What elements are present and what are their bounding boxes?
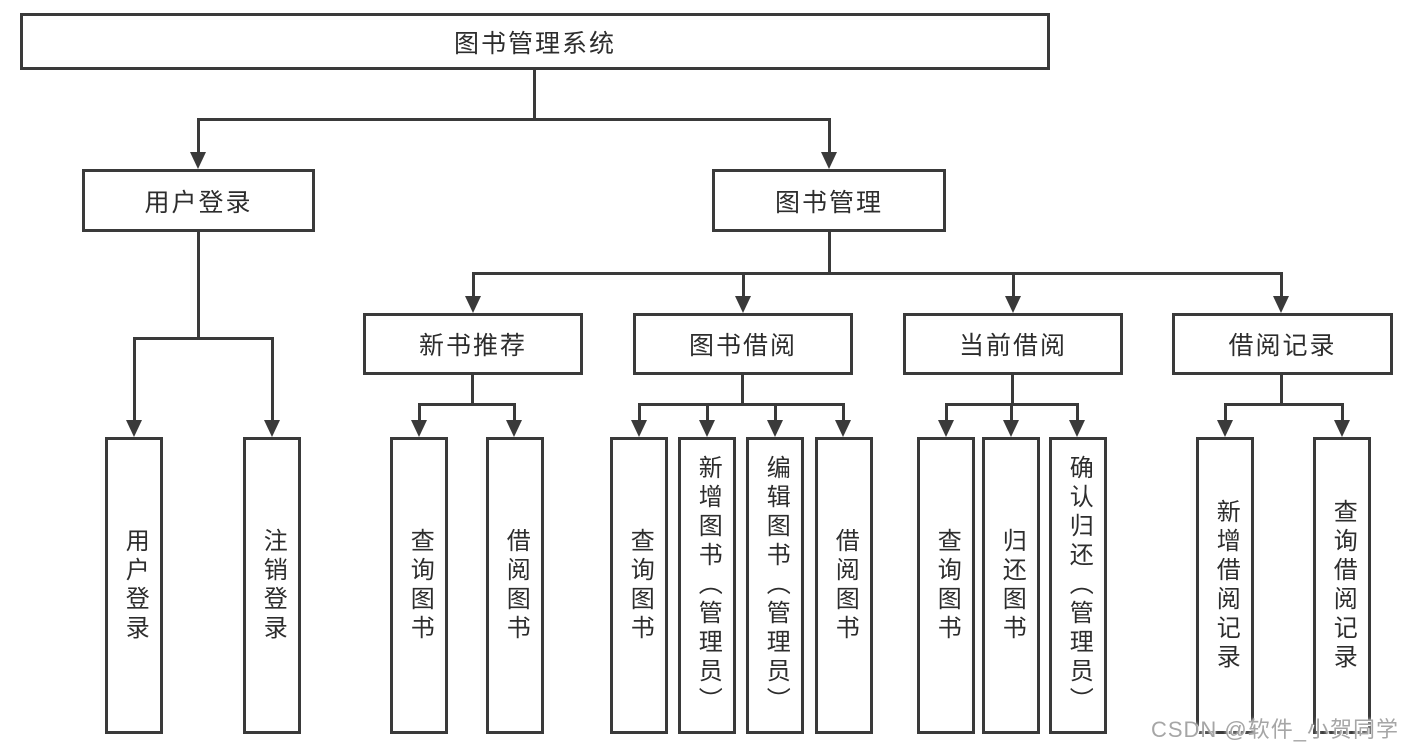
node-borrow-records-label: 借阅记录 (1228, 332, 1337, 360)
arrow-down-icon (631, 420, 647, 437)
node-user-login-label: 用户登录 (144, 188, 253, 217)
leaf-user-login: 用户登录 (105, 437, 163, 734)
connector-line (945, 403, 948, 422)
leaf-borrow-borrow-books: 借阅图书 (815, 437, 873, 734)
leaf-user-login-label: 用户登录 (121, 527, 149, 644)
connector-line (774, 403, 777, 422)
connector-line (638, 403, 641, 422)
node-book-management: 图书管理 (712, 169, 946, 232)
connector-line (472, 272, 1283, 275)
leaf-return-book: 归还图书 (982, 437, 1040, 734)
connector-line (197, 232, 200, 337)
connector-line (1011, 375, 1014, 403)
leaf-current-query-books-label: 查询图书 (933, 527, 961, 644)
leaf-recommend-borrow-books: 借阅图书 (486, 437, 544, 734)
leaf-add-book-admin-label: 新增图书（管理员） (694, 455, 722, 716)
arrow-down-icon (190, 152, 206, 169)
arrow-down-icon (735, 296, 751, 313)
node-book-management-label: 图书管理 (774, 188, 883, 217)
leaf-borrow-query-books: 查询图书 (610, 437, 668, 734)
node-new-book-recommend: 新书推荐 (363, 313, 583, 375)
connector-line (828, 118, 831, 155)
arrow-down-icon (835, 420, 851, 437)
node-new-book-recommend-label: 新书推荐 (418, 332, 527, 360)
leaf-edit-book-admin: 编辑图书（管理员） (746, 437, 804, 734)
leaf-logout-label: 注销登录 (259, 527, 287, 644)
connector-line (1280, 272, 1283, 298)
arrow-down-icon (821, 152, 837, 169)
connector-line (638, 403, 845, 406)
arrow-down-icon (767, 420, 783, 437)
node-user-login: 用户登录 (82, 169, 315, 232)
leaf-query-borrow-record: 查询借阅记录 (1313, 437, 1371, 734)
connector-line (133, 337, 274, 340)
leaf-current-query-books: 查询图书 (917, 437, 975, 734)
arrow-down-icon (1217, 420, 1233, 437)
leaf-query-borrow-record-label: 查询借阅记录 (1329, 498, 1357, 673)
connector-line (513, 403, 516, 422)
connector-line (271, 337, 274, 422)
arrow-down-icon (1005, 296, 1021, 313)
leaf-add-borrow-record-label: 新增借阅记录 (1212, 498, 1240, 673)
arrow-down-icon (699, 420, 715, 437)
connector-line (1224, 403, 1343, 406)
connector-line (1224, 403, 1227, 422)
connector-line (418, 403, 421, 422)
leaf-recommend-query-books: 查询图书 (390, 437, 448, 734)
leaf-recommend-query-books-label: 查询图书 (406, 527, 434, 644)
connector-line (706, 403, 709, 422)
leaf-return-book-label: 归还图书 (998, 527, 1026, 644)
connector-line (1341, 403, 1344, 422)
arrow-down-icon (1069, 420, 1085, 437)
node-library-system-label: 图书管理系统 (453, 29, 616, 58)
leaf-edit-book-admin-label: 编辑图书（管理员） (762, 455, 790, 716)
connector-line (197, 118, 200, 155)
node-current-borrow-label: 当前借阅 (958, 332, 1067, 360)
leaf-confirm-return-admin: 确认归还（管理员） (1049, 437, 1107, 734)
connector-line (1012, 272, 1015, 298)
node-book-borrow: 图书借阅 (633, 313, 853, 375)
connector-line (471, 375, 474, 403)
connector-line (842, 403, 845, 422)
node-current-borrow: 当前借阅 (903, 313, 1123, 375)
leaf-borrow-borrow-books-label: 借阅图书 (831, 527, 859, 644)
arrow-down-icon (938, 420, 954, 437)
leaf-recommend-borrow-books-label: 借阅图书 (502, 527, 530, 644)
leaf-borrow-query-books-label: 查询图书 (626, 527, 654, 644)
arrow-down-icon (1334, 420, 1350, 437)
arrow-down-icon (264, 420, 280, 437)
connector-line (742, 272, 745, 298)
connector-line (828, 232, 831, 272)
arrow-down-icon (411, 420, 427, 437)
connector-line (418, 403, 516, 406)
node-library-system: 图书管理系统 (20, 13, 1050, 70)
connector-line (1010, 403, 1013, 422)
connector-line (533, 70, 536, 118)
connector-line (1076, 403, 1079, 422)
leaf-logout: 注销登录 (243, 437, 301, 734)
arrow-down-icon (1273, 296, 1289, 313)
connector-line (1280, 375, 1283, 403)
node-book-borrow-label: 图书借阅 (688, 332, 797, 360)
node-borrow-records: 借阅记录 (1172, 313, 1393, 375)
leaf-add-borrow-record: 新增借阅记录 (1196, 437, 1254, 734)
arrow-down-icon (465, 296, 481, 313)
connector-line (472, 272, 475, 298)
csdn-watermark: CSDN @软件_小贺同学 (1150, 717, 1399, 742)
arrow-down-icon (126, 420, 142, 437)
connector-line (197, 118, 831, 121)
connector-line (133, 337, 136, 422)
arrow-down-icon (1003, 420, 1019, 437)
leaf-add-book-admin: 新增图书（管理员） (678, 437, 736, 734)
arrow-down-icon (506, 420, 522, 437)
leaf-confirm-return-admin-label: 确认归还（管理员） (1065, 455, 1093, 716)
connector-line (741, 375, 744, 403)
